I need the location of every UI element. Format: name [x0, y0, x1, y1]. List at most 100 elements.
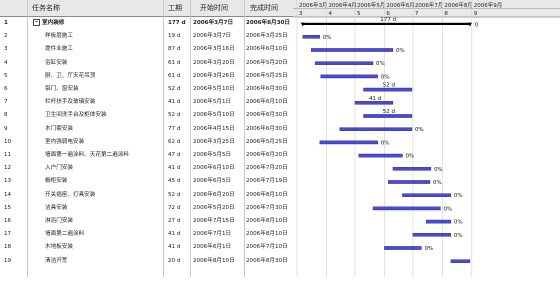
task-bar-label: 52 d: [383, 109, 395, 115]
task-bar[interactable]: [392, 166, 432, 171]
task-start: 2006年5月5日: [193, 152, 232, 158]
task-id: 8: [4, 112, 8, 119]
task-start: 2006年3月7日: [193, 20, 234, 26]
task-start: 2006年4月15日: [193, 125, 235, 132]
task-name: 墙面第二遍涂料: [45, 231, 85, 238]
task-duration: 47 d: [168, 152, 181, 158]
task-bar[interactable]: [339, 127, 413, 131]
month-label: 2006年9月: [474, 1, 503, 9]
task-bar[interactable]: [425, 219, 452, 224]
collapse-icon[interactable]: −: [33, 19, 40, 26]
task-id: 13: [4, 178, 12, 185]
task-start: 2006年5月1日: [193, 99, 232, 106]
task-duration: 52 d: [168, 112, 181, 119]
task-bar-label: 0%: [424, 246, 433, 252]
task-name: 厨、卫、厅天花吊顶: [45, 72, 96, 79]
day-label: 8: [444, 11, 448, 17]
task-duration: 87 d: [168, 46, 181, 53]
task-name: 木门套安装: [45, 125, 73, 132]
task-id: 1: [4, 20, 8, 26]
task-bar[interactable]: [402, 193, 452, 198]
task-name: 提件业施工: [45, 46, 73, 53]
task-bar-label: 52 d: [383, 83, 395, 89]
summary-duration-label: 177 d: [380, 17, 396, 23]
task-start: 2006年5月10日: [193, 86, 235, 92]
task-bar[interactable]: [319, 140, 378, 145]
task-bar[interactable]: [384, 246, 422, 250]
task-bar[interactable]: [311, 48, 394, 52]
summary-start-marker: [300, 22, 305, 27]
task-id: 14: [4, 191, 12, 198]
task-bar-label: 0%: [454, 233, 463, 239]
day-label: 4: [328, 11, 332, 17]
task-finish: 2006年7月19日: [246, 178, 288, 185]
task-name: 开关插座、灯具安装: [45, 191, 96, 198]
task-id: 11: [4, 152, 12, 158]
task-bar[interactable]: [363, 87, 413, 92]
task-finish: 2006年7月10日: [246, 244, 288, 251]
month-label: 2006年7月: [415, 1, 444, 9]
col-header-name[interactable]: 任务名称: [32, 4, 60, 12]
task-start: 2006年8月10日: [193, 257, 235, 264]
task-duration: 77 d: [168, 125, 181, 132]
task-bar[interactable]: [387, 180, 431, 184]
task-duration: 20 d: [168, 257, 181, 264]
task-start: 2006年5月20日: [193, 204, 235, 211]
task-bar[interactable]: [412, 232, 452, 237]
task-bar-label: 0%: [396, 48, 405, 54]
task-id: 15: [4, 204, 12, 211]
task-finish: 2006年6月20日: [246, 152, 288, 158]
month-label: 2006年4月: [328, 1, 357, 9]
task-bar-label: 0%: [454, 220, 463, 226]
task-id: 19: [4, 257, 12, 264]
summary-bar[interactable]: [302, 22, 470, 25]
task-duration: 61 d: [168, 59, 181, 66]
task-id: 5: [4, 72, 8, 79]
month-label: 2006年8月: [444, 1, 473, 9]
col-header-start[interactable]: 开始时间: [200, 4, 228, 12]
task-bar[interactable]: [302, 35, 321, 39]
task-bar[interactable]: [314, 61, 374, 65]
task-bar[interactable]: [450, 259, 471, 264]
day-label: 9: [474, 11, 478, 17]
grid-divider: [190, 0, 191, 277]
task-bar-label: 0%: [443, 206, 452, 212]
task-start: 2006年6月1日: [193, 244, 232, 251]
task-bar[interactable]: [372, 206, 441, 211]
task-start: 2006年3月7日: [193, 33, 232, 40]
task-bar[interactable]: [320, 74, 378, 79]
col-header-duration[interactable]: 工期: [168, 4, 182, 12]
task-id: 16: [4, 218, 12, 224]
col-header-finish[interactable]: 完成时间: [250, 4, 278, 12]
task-bar[interactable]: [363, 114, 413, 118]
task-start: 2006年3月20日: [193, 59, 235, 66]
task-start: 2006年7月1日: [193, 231, 232, 238]
task-start: 2006年6月5日: [193, 178, 232, 185]
task-duration: 27 d: [168, 218, 181, 224]
task-finish: 2006年5月25日: [246, 138, 288, 145]
task-finish: 2006年6月10日: [246, 99, 288, 106]
task-duration: 19 d: [168, 33, 181, 40]
task-bar[interactable]: [354, 100, 394, 105]
task-bar[interactable]: [358, 153, 403, 158]
task-finish: 2006年7月30日: [246, 204, 288, 211]
